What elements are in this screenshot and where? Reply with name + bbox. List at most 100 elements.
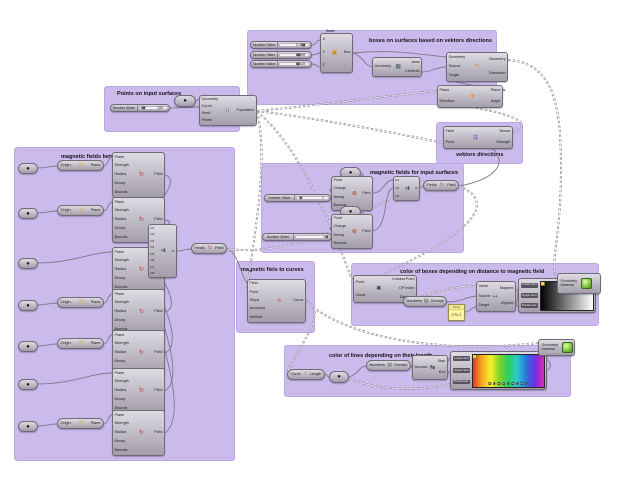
slider-groove[interactable]: 1 [295, 196, 329, 200]
input-port[interactable]: Fields [426, 182, 437, 187]
input-port[interactable]: Source [478, 293, 491, 298]
input-port[interactable]: Decay [114, 438, 126, 443]
input-port[interactable]: Source [448, 64, 461, 69]
input-port[interactable]: Steps [249, 298, 260, 303]
input-port[interactable]: D8 [150, 271, 155, 276]
input-port[interactable]: Decay [114, 317, 126, 322]
input-port[interactable]: Plane [114, 249, 125, 254]
output-port[interactable]: Field [154, 350, 163, 355]
input-port[interactable]: Radius [114, 172, 127, 177]
wire[interactable] [37, 372, 113, 385]
slider-groove[interactable]: 100 [138, 106, 168, 110]
surface-param[interactable]: ● [174, 95, 196, 107]
output-port[interactable]: Plane [90, 299, 101, 304]
input-port[interactable]: Bounds [114, 234, 128, 239]
output-port[interactable]: Plane [90, 207, 101, 212]
wire[interactable] [103, 293, 113, 304]
output-port[interactable]: Domain [430, 298, 444, 303]
slider-knob[interactable] [299, 196, 303, 200]
input-port[interactable]: Radius [114, 388, 127, 393]
input-port[interactable]: Radius [114, 267, 127, 272]
wire[interactable] [348, 365, 367, 378]
point-param-3[interactable]: ● [18, 258, 38, 269]
slider-groove[interactable]: 1 [294, 235, 330, 239]
input-port[interactable]: Charge [333, 186, 346, 191]
input-port[interactable]: Bounds [333, 202, 347, 207]
point-param-2[interactable]: ● [18, 208, 38, 219]
input-port[interactable]: Decay [333, 194, 345, 199]
input-port[interactable]: D5 [150, 251, 155, 256]
input-port[interactable]: D6 [150, 258, 155, 263]
input-port[interactable]: Numbers [369, 362, 385, 367]
input-port[interactable]: Bounds [333, 240, 347, 245]
input-port[interactable]: Material [541, 346, 556, 351]
wire[interactable] [37, 165, 58, 169]
input-port[interactable]: Target [478, 303, 490, 308]
input-port[interactable]: Numbers [406, 298, 422, 303]
input-port[interactable]: Field [249, 281, 258, 286]
output-port[interactable]: Clipped [500, 300, 514, 305]
wire[interactable] [372, 187, 394, 232]
output-port[interactable]: End [438, 370, 446, 375]
input-port[interactable]: Plane [114, 412, 125, 417]
output-port[interactable]: Field [154, 430, 163, 435]
input-port[interactable]: Plane [439, 88, 450, 93]
input-port[interactable]: Origin [60, 299, 71, 304]
output-port[interactable]: CP Index [398, 286, 415, 291]
input-port[interactable]: Strength [114, 379, 129, 384]
input-port[interactable]: Plane [114, 370, 125, 375]
input-port[interactable]: Method [249, 314, 263, 319]
input-port[interactable]: Radius [114, 430, 127, 435]
plane-pill-1[interactable]: Origin◳Plane [57, 160, 104, 171]
input-port[interactable]: Charge [333, 224, 346, 229]
input-port[interactable]: Direction [439, 98, 455, 103]
input-port[interactable]: Decay [114, 225, 126, 230]
output-port[interactable]: Transform [488, 71, 506, 76]
input-port[interactable]: Seed [201, 111, 211, 116]
input-port[interactable]: Accuracy [249, 306, 266, 311]
point-param-6[interactable]: ● [18, 379, 38, 390]
output-port[interactable]: Plane [490, 88, 501, 93]
input-port[interactable]: Strength [114, 258, 129, 263]
point-param-7[interactable]: ● [18, 421, 38, 432]
number-param-length[interactable]: ● [329, 371, 349, 383]
wire[interactable] [226, 248, 248, 284]
merge-fields-pill-mid[interactable]: Fields↻Field [423, 180, 459, 191]
slider-knob[interactable] [324, 235, 329, 239]
output-port[interactable]: R [415, 186, 418, 191]
input-port[interactable]: Geometry [560, 278, 578, 283]
output-port[interactable]: Tensor [499, 129, 511, 134]
wire[interactable] [421, 66, 447, 73]
slider-knob[interactable] [141, 106, 146, 110]
input-port[interactable]: Decay [114, 358, 126, 363]
gradient-grip[interactable] [506, 381, 510, 385]
wire[interactable] [103, 334, 113, 345]
wire[interactable] [447, 357, 451, 362]
bounds-pill-lines[interactable]: Numbers▤Domain [366, 360, 411, 371]
gradient-grip[interactable] [520, 381, 524, 385]
gradient-grip[interactable] [488, 381, 492, 385]
output-port[interactable]: Field [154, 388, 163, 393]
wire[interactable] [352, 52, 373, 68]
wire[interactable] [37, 343, 58, 347]
output-port[interactable]: Field [154, 217, 163, 222]
input-port[interactable]: Curve [290, 371, 301, 376]
output-port[interactable]: Field [215, 245, 224, 250]
wire[interactable] [515, 288, 519, 308]
output-port[interactable]: Strength [496, 139, 511, 144]
input-port[interactable]: Geometry [374, 64, 392, 69]
output-port[interactable]: Area [411, 59, 420, 64]
input-port[interactable]: Decay [114, 275, 126, 280]
wire[interactable] [37, 251, 113, 264]
